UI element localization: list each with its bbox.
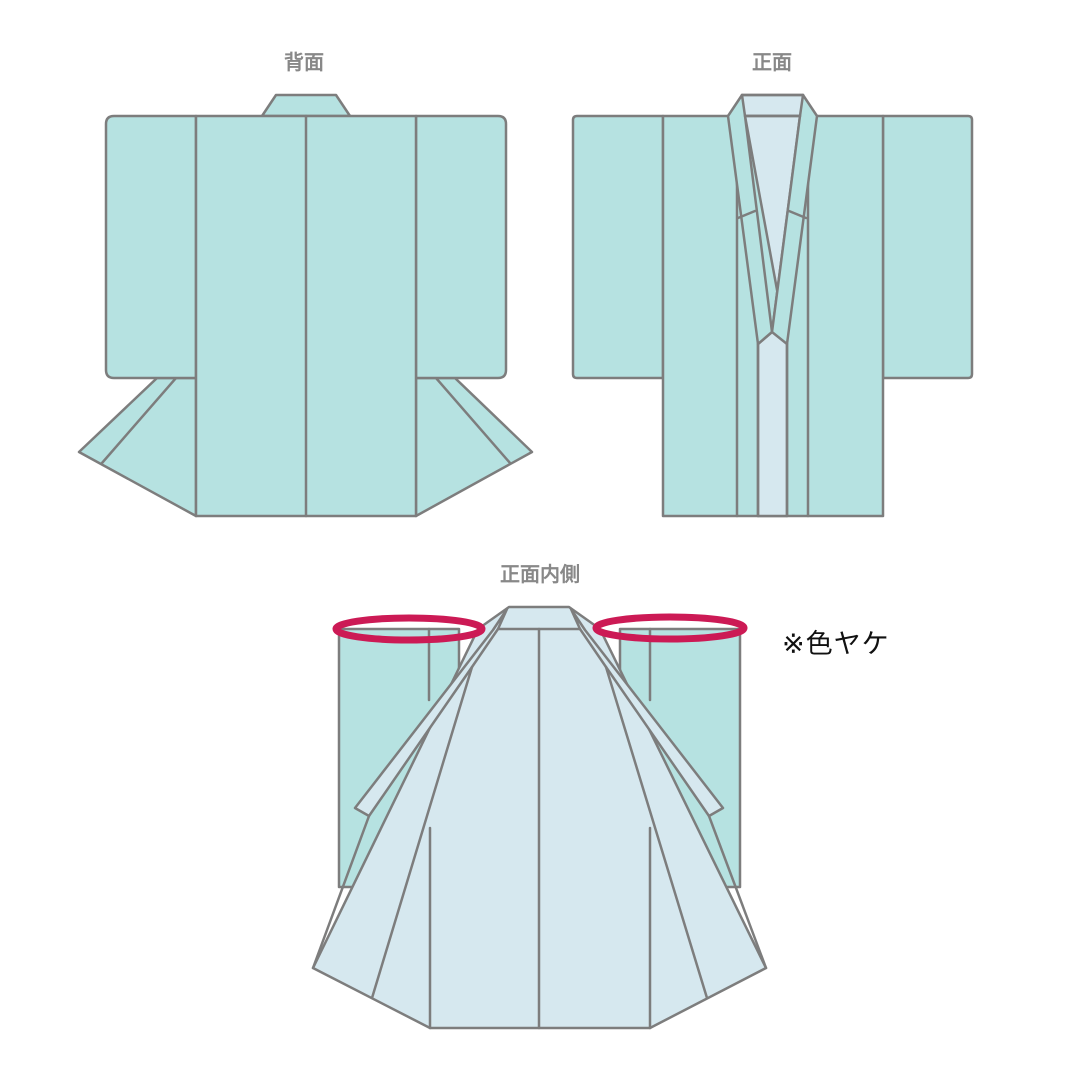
front-neck-lining <box>740 93 805 118</box>
discoloration-marker-left <box>332 614 486 644</box>
front-right-collar <box>770 93 819 346</box>
back-right-flap <box>414 376 534 518</box>
back-left-sleeve <box>104 114 198 380</box>
discoloration-marker-right <box>592 613 748 643</box>
back-right-sleeve <box>414 114 508 380</box>
front-inside-view <box>311 605 768 1030</box>
discoloration-note: ※色ヤケ <box>782 629 890 660</box>
front-left-sleeve <box>571 114 665 380</box>
front-left-collar <box>726 93 774 346</box>
front-inside-view-label: 正面内側 <box>500 562 580 586</box>
front-right-sleeve <box>881 114 974 380</box>
back-view-label: 背面 <box>284 50 324 74</box>
back-collar <box>260 93 352 118</box>
back-left-flap <box>77 376 198 518</box>
front-view <box>571 93 974 518</box>
front-view-label: 正面 <box>752 50 792 74</box>
back-view <box>77 93 534 518</box>
